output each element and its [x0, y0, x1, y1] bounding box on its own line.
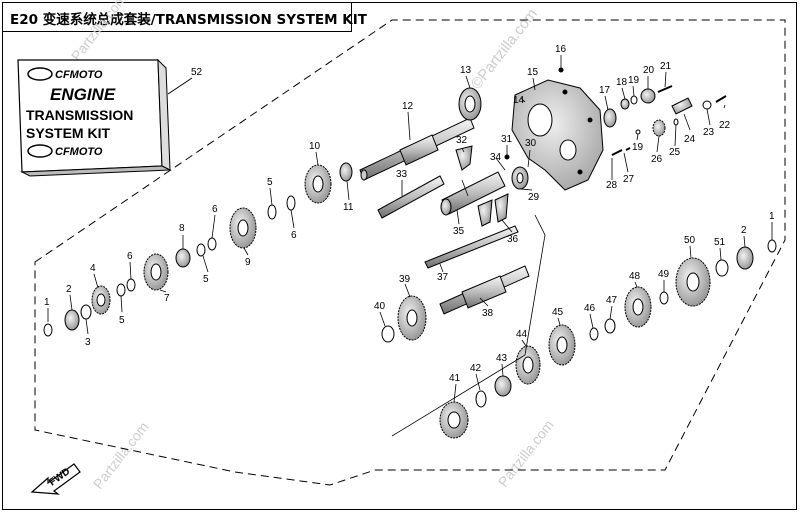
callout-31: 31 — [501, 134, 513, 145]
kit-line-system-kit: SYSTEM KIT — [26, 125, 110, 141]
callout-2: 2 — [66, 284, 72, 295]
callout-47: 47 — [606, 295, 618, 306]
callout-13: 13 — [460, 65, 472, 76]
callout-34: 34 — [490, 152, 502, 163]
upper-gear-chain — [43, 162, 353, 337]
callout-12: 12 — [402, 101, 414, 112]
shift-drum — [377, 145, 529, 227]
callout-51: 51 — [714, 237, 726, 248]
callout-25: 25 — [669, 147, 681, 158]
callout-6: 6 — [127, 251, 133, 262]
callout-1: 1 — [769, 211, 775, 222]
callout-9: 9 — [245, 257, 251, 268]
kit-card: CFMOTO ENGINE TRANSMISSION SYSTEM KIT CF… — [17, 58, 172, 177]
callout-40: 40 — [374, 301, 386, 312]
callout-24: 24 — [684, 134, 696, 145]
callout-5: 5 — [203, 274, 209, 285]
kit-line-engine: ENGINE — [50, 85, 116, 104]
shift-rod — [424, 225, 519, 269]
watermark-site: Partzilla.com — [90, 419, 152, 492]
callout-15: 15 — [527, 67, 539, 78]
watermark-site: Partzilla.com — [495, 417, 557, 490]
kit-brand-top: CFMOTO — [55, 69, 103, 81]
callout-29: 29 — [528, 192, 540, 203]
callout-33: 33 — [396, 169, 408, 180]
callout-48: 48 — [629, 271, 641, 282]
callout-20: 20 — [643, 65, 655, 76]
callout-5: 5 — [267, 177, 273, 188]
callout-21: 21 — [660, 61, 672, 72]
leader-52 — [167, 77, 193, 95]
callout-49: 49 — [658, 269, 670, 280]
kit-line-transmission: TRANSMISSION — [26, 107, 133, 123]
main-shaft — [359, 117, 475, 181]
watermark-copyright: ©Partzilla.com — [468, 6, 541, 93]
fwd-arrow-icon: FWD — [30, 463, 81, 495]
callout-numbers: 1 2 3 4 5 6 7 8 5 6 9 5 6 10 11 12 13 14… — [44, 44, 775, 384]
callout-6: 6 — [291, 230, 297, 241]
page-title: E20 变速系统总成套装/TRANSMISSION SYSTEM KIT — [10, 12, 367, 28]
callout-8: 8 — [179, 223, 185, 234]
callout-10: 10 — [309, 141, 321, 152]
callout-16: 16 — [555, 44, 567, 55]
callout-11: 11 — [343, 202, 354, 213]
callout-3: 3 — [85, 337, 91, 348]
callout-26: 26 — [651, 154, 663, 165]
callout-6: 6 — [212, 204, 218, 215]
callout-28: 28 — [606, 180, 618, 191]
case-cover — [511, 79, 604, 191]
callout-19: 19 — [632, 142, 644, 153]
callout-5: 5 — [119, 315, 125, 326]
callout-50: 50 — [684, 235, 696, 246]
callout-36: 36 — [507, 234, 519, 245]
callout-38: 38 — [482, 308, 494, 319]
lower-gear-chain — [381, 239, 777, 439]
callout-22: 22 — [719, 120, 731, 131]
callout-39: 39 — [399, 274, 411, 285]
callout-1: 1 — [44, 297, 50, 308]
callout-19: 19 — [628, 75, 640, 86]
title-box: E20 变速系统总成套装/TRANSMISSION SYSTEM KIT — [2, 2, 367, 32]
callout-14: 14 — [513, 95, 525, 106]
callout-46: 46 — [584, 303, 596, 314]
callout-52: 52 — [191, 67, 203, 78]
callout-27: 27 — [623, 174, 635, 185]
callout-35: 35 — [453, 226, 465, 237]
callout-44: 44 — [516, 329, 528, 340]
callout-7: 7 — [164, 293, 170, 304]
callout-37: 37 — [437, 272, 449, 283]
bearing-13 — [458, 87, 482, 121]
watermark-site: Partzilla.com — [68, 0, 130, 64]
callout-18: 18 — [616, 77, 628, 88]
callout-4: 4 — [90, 263, 96, 274]
cfmoto-logo-icon — [27, 144, 53, 158]
counter-shaft — [439, 265, 530, 315]
callout-30: 30 — [525, 138, 537, 149]
leader-lines — [47, 55, 773, 437]
callout-2: 2 — [741, 225, 747, 236]
callout-42: 42 — [470, 363, 482, 374]
callout-41: 41 — [449, 373, 461, 384]
cfmoto-logo-icon — [27, 67, 53, 81]
callout-45: 45 — [552, 307, 564, 318]
kit-boundary — [34, 19, 786, 486]
callout-43: 43 — [496, 353, 508, 364]
callout-32: 32 — [456, 135, 468, 146]
callout-23: 23 — [703, 127, 715, 138]
callout-17: 17 — [599, 85, 611, 96]
kit-brand-bottom: CFMOTO — [55, 146, 103, 158]
